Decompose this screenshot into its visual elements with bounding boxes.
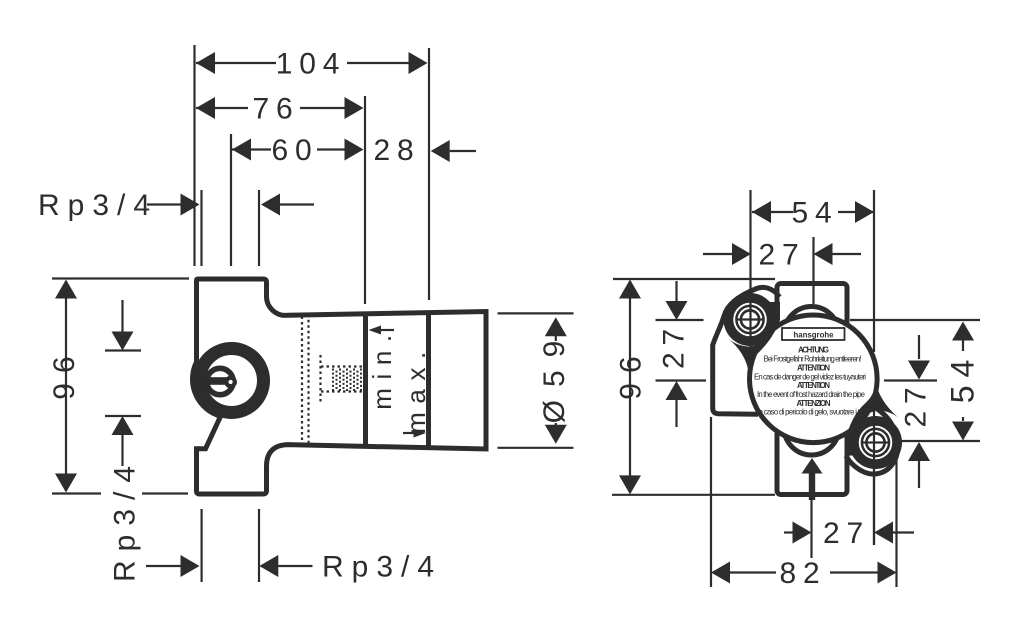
svg-text:Ø59: Ø59 <box>538 328 571 424</box>
svg-text:Rp3/4: Rp3/4 <box>109 457 142 582</box>
svg-text:max.: max. <box>401 343 431 434</box>
svg-text:27: 27 <box>658 322 691 369</box>
svg-text:96: 96 <box>48 346 81 399</box>
svg-text:min.: min. <box>367 326 397 410</box>
svg-text:82: 82 <box>780 557 827 590</box>
svg-text:Rp3/4: Rp3/4 <box>38 189 158 222</box>
svg-text:ATTENZION: ATTENZION <box>797 399 831 408</box>
svg-text:27: 27 <box>759 239 806 272</box>
svg-text:hansgrohe: hansgrohe <box>794 331 835 340</box>
svg-text:In the event of frost hazard d: In the event of frost hazard drain the p… <box>757 390 865 399</box>
svg-text:96: 96 <box>615 346 648 399</box>
svg-text:In caso di pericolo di gelo, s: In caso di pericolo di gelo, svuotare i … <box>757 408 868 417</box>
svg-text:ACHTUNG: ACHTUNG <box>798 346 829 355</box>
svg-text:27: 27 <box>823 517 870 550</box>
svg-text:Rp3/4: Rp3/4 <box>322 551 442 584</box>
svg-text:27: 27 <box>900 381 933 428</box>
svg-text:Bei Frostgefahr Rohrleitung en: Bei Frostgefahr Rohrleitung entleeren! <box>764 355 862 364</box>
svg-text:60: 60 <box>272 134 319 167</box>
svg-text:En cas de danger de gel videz: En cas de danger de gel videz les tuyaut… <box>754 372 866 381</box>
svg-text:54: 54 <box>945 352 981 404</box>
svg-text:76: 76 <box>253 93 300 126</box>
svg-text:ATTENTION: ATTENTION <box>797 363 830 372</box>
svg-text:ATTENTION: ATTENTION <box>797 381 830 390</box>
svg-text:54: 54 <box>792 197 839 230</box>
svg-text:104: 104 <box>276 48 346 81</box>
svg-text:28: 28 <box>374 134 421 167</box>
